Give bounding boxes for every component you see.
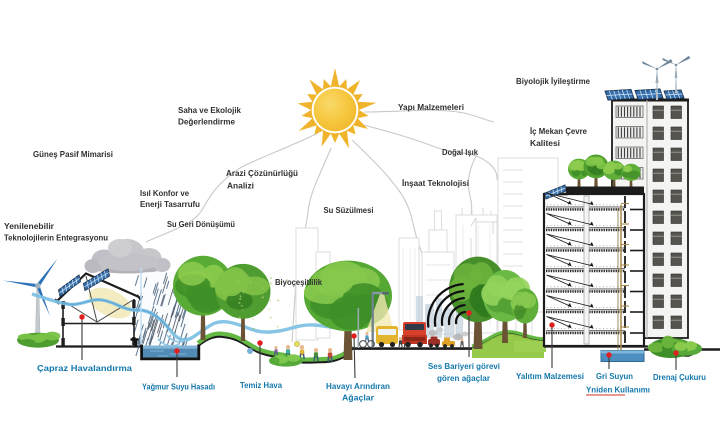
svg-text:İç Mekan Çevre: İç Mekan Çevre — [530, 126, 587, 136]
svg-text:Su Geri Dönüşümü: Su Geri Dönüşümü — [167, 219, 235, 229]
svg-text:Temiz Hava: Temiz Hava — [240, 380, 282, 390]
svg-text:gören ağaçlar: gören ağaçlar — [437, 373, 491, 383]
svg-text:Ses Bariyeri görevi: Ses Bariyeri görevi — [428, 361, 500, 371]
svg-text:Teknolojilerin Entegrasyonu: Teknolojilerin Entegrasyonu — [4, 233, 108, 243]
svg-text:Yağmur Suyu Hasadı: Yağmur Suyu Hasadı — [142, 382, 215, 392]
svg-text:Yenilenebilir: Yenilenebilir — [4, 221, 55, 231]
svg-text:Drenaj Çukuru: Drenaj Çukuru — [653, 372, 706, 382]
svg-text:Saha ve Ekolojik: Saha ve Ekolojik — [178, 105, 241, 115]
svg-text:Havayı Arındıran: Havayı Arındıran — [326, 381, 390, 391]
svg-text:Ağaçlar: Ağaçlar — [342, 393, 375, 403]
svg-text:Değerlendirme: Değerlendirme — [178, 117, 235, 127]
svg-text:Gri Suyun: Gri Suyun — [596, 371, 633, 381]
svg-text:Çapraz Havalandırma: Çapraz Havalandırma — [37, 363, 132, 373]
svg-text:Biyoçeşitlilik: Biyoçeşitlilik — [275, 277, 322, 287]
svg-text:Biyolojik İyileştirme: Biyolojik İyileştirme — [516, 76, 590, 86]
svg-text:Arazi Çözünürlüğü: Arazi Çözünürlüğü — [226, 168, 298, 178]
svg-text:Kalitesi: Kalitesi — [530, 138, 560, 148]
svg-text:İnşaat Teknolojisi: İnşaat Teknolojisi — [402, 178, 469, 188]
svg-text:Enerji Tasarrufu: Enerji Tasarrufu — [140, 199, 200, 209]
svg-text:Doğal Işık: Doğal Işık — [442, 147, 478, 157]
svg-text:Su Süzülmesi: Su Süzülmesi — [324, 205, 374, 215]
svg-text:Yapı Malzemeleri: Yapı Malzemeleri — [398, 102, 464, 112]
svg-text:Yalıtım Malzemesi: Yalıtım Malzemesi — [516, 371, 584, 381]
svg-text:Yniden Kullanımı: Yniden Kullanımı — [586, 385, 650, 395]
svg-text:Isıl Konfor ve: Isıl Konfor ve — [140, 188, 189, 198]
svg-text:Analizi: Analizi — [227, 181, 254, 191]
svg-text:Güneş Pasif Mimarisi: Güneş Pasif Mimarisi — [33, 149, 113, 159]
